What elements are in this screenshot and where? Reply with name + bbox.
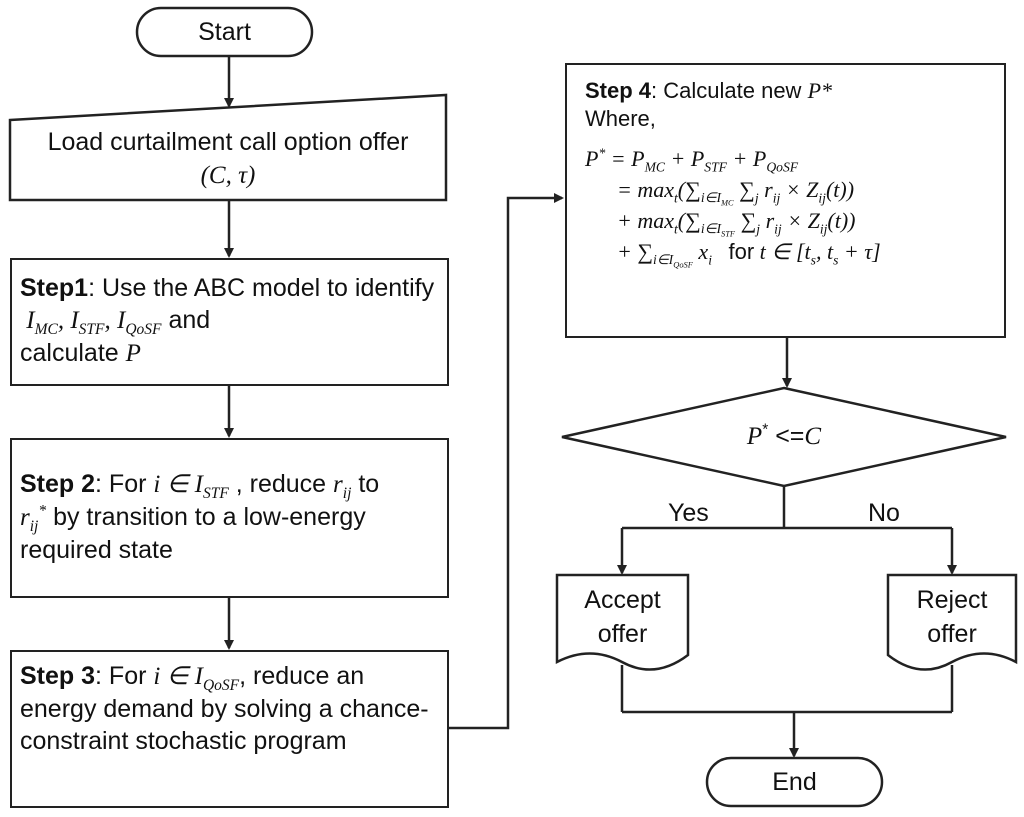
step2-rij-star: rij* bbox=[20, 502, 47, 535]
decision-lhs: P bbox=[746, 423, 763, 450]
step2-tail: by transition to a low-energy required s… bbox=[20, 503, 366, 564]
step3-heading: Step 3 bbox=[20, 662, 96, 690]
step4-where: Where, bbox=[585, 106, 656, 131]
step1-box: Step1: Use the ABC model to identify IMC… bbox=[10, 258, 449, 386]
step4-head-line: Step 4: Calculate new P* bbox=[585, 77, 986, 105]
accept-line2: offer bbox=[597, 620, 648, 648]
step1-sets: IMC, ISTF, IQoSF bbox=[20, 307, 162, 338]
step1-calc: calculate bbox=[20, 339, 119, 367]
accept-line1: Accept bbox=[584, 586, 661, 614]
accept-offer-label: Accept offer bbox=[557, 583, 688, 651]
start-label: Start bbox=[198, 18, 251, 46]
step4-text: : Calculate new bbox=[651, 78, 802, 103]
load-offer-shape bbox=[8, 93, 448, 202]
step1-text: : Use the ABC model to identify bbox=[88, 274, 435, 302]
step3-box: Step 3: For i ∈ IQoSF, reduce an energy … bbox=[10, 650, 449, 808]
no-label: No bbox=[868, 499, 900, 527]
step1-p: P bbox=[125, 340, 141, 367]
step4-pstar: P* bbox=[807, 78, 833, 103]
yes-label: Yes bbox=[668, 499, 709, 527]
decision-op: <= bbox=[775, 422, 805, 450]
step1-and: and bbox=[168, 306, 211, 334]
end-label: End bbox=[772, 768, 817, 796]
load-offer-line1: Load curtailment call option offer bbox=[47, 128, 409, 156]
step2-to: to bbox=[358, 470, 380, 498]
step3-set: i ∈ IQoSF bbox=[153, 663, 240, 694]
reject-line2: offer bbox=[927, 620, 977, 648]
step2-set: i ∈ ISTF bbox=[153, 471, 229, 502]
reject-offer-label: Reject offer bbox=[888, 583, 1016, 651]
step4-formula: P* = PMC + PSTF + PQoSF = maxt(∑i∈IMC ∑j… bbox=[585, 145, 881, 271]
load-offer-params: (C, τ) bbox=[200, 162, 256, 189]
start-terminal-shape bbox=[135, 6, 314, 58]
end-terminal-shape bbox=[705, 756, 884, 808]
step3-for: : For bbox=[95, 662, 147, 690]
step2-reduce: , reduce bbox=[235, 470, 327, 498]
decision-rhs: C bbox=[804, 423, 822, 450]
reject-offer-shape bbox=[886, 573, 1018, 671]
step2-rij: rij bbox=[333, 471, 352, 502]
reject-line1: Reject bbox=[916, 586, 988, 614]
step2-heading: Step 2 bbox=[20, 470, 96, 498]
accept-offer-shape bbox=[555, 573, 690, 671]
step2-box: Step 2: For i ∈ ISTF , reduce rij to rij… bbox=[10, 438, 449, 598]
load-offer-label: Load curtailment call option offer (C, τ… bbox=[10, 125, 446, 193]
step3-text: , reduce an energy demand by solving a c… bbox=[20, 662, 429, 755]
step4-box: Step 4: Calculate new P* Where, P* = PMC… bbox=[565, 63, 1006, 338]
step4-heading: Step 4 bbox=[585, 78, 652, 103]
step1-heading: Step1 bbox=[20, 274, 89, 302]
step2-for: : For bbox=[95, 470, 147, 498]
decision-label: P* <=C bbox=[746, 421, 822, 450]
